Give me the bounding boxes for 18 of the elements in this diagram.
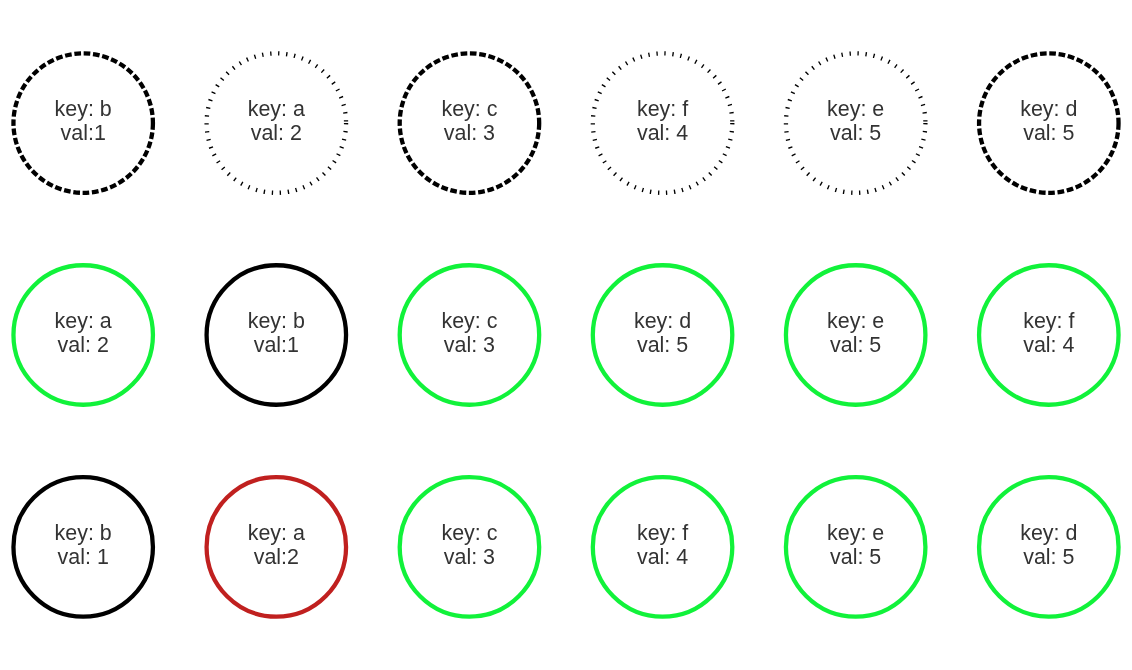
node-circle: key: a val: 2	[11, 263, 156, 407]
node-circle: key: b val:1	[204, 263, 349, 407]
node-circle: key: c val: 3	[397, 51, 542, 195]
node-circle: key: e val: 5	[783, 475, 928, 619]
node-circle: key: e val: 5	[783, 51, 928, 195]
node-circle: key: c val: 3	[397, 475, 542, 619]
node-circle: key: f val: 4	[590, 475, 735, 619]
node-circle: key: a val: 2	[204, 51, 349, 195]
node-circle: key: d val: 5	[590, 263, 735, 407]
node-circle: key: f val: 4	[976, 263, 1121, 407]
node-circle: key: d val: 5	[976, 51, 1121, 195]
node-circle: key: b val:1	[11, 51, 156, 195]
node-circle: key: b val: 1	[11, 475, 156, 619]
node-circle: key: e val: 5	[783, 263, 928, 407]
node-circle: key: f val: 4	[590, 51, 735, 195]
node-circle: key: c val: 3	[397, 263, 542, 407]
node-circle: key: d val: 5	[976, 475, 1121, 619]
node-circle: key: a val:2	[204, 475, 349, 619]
